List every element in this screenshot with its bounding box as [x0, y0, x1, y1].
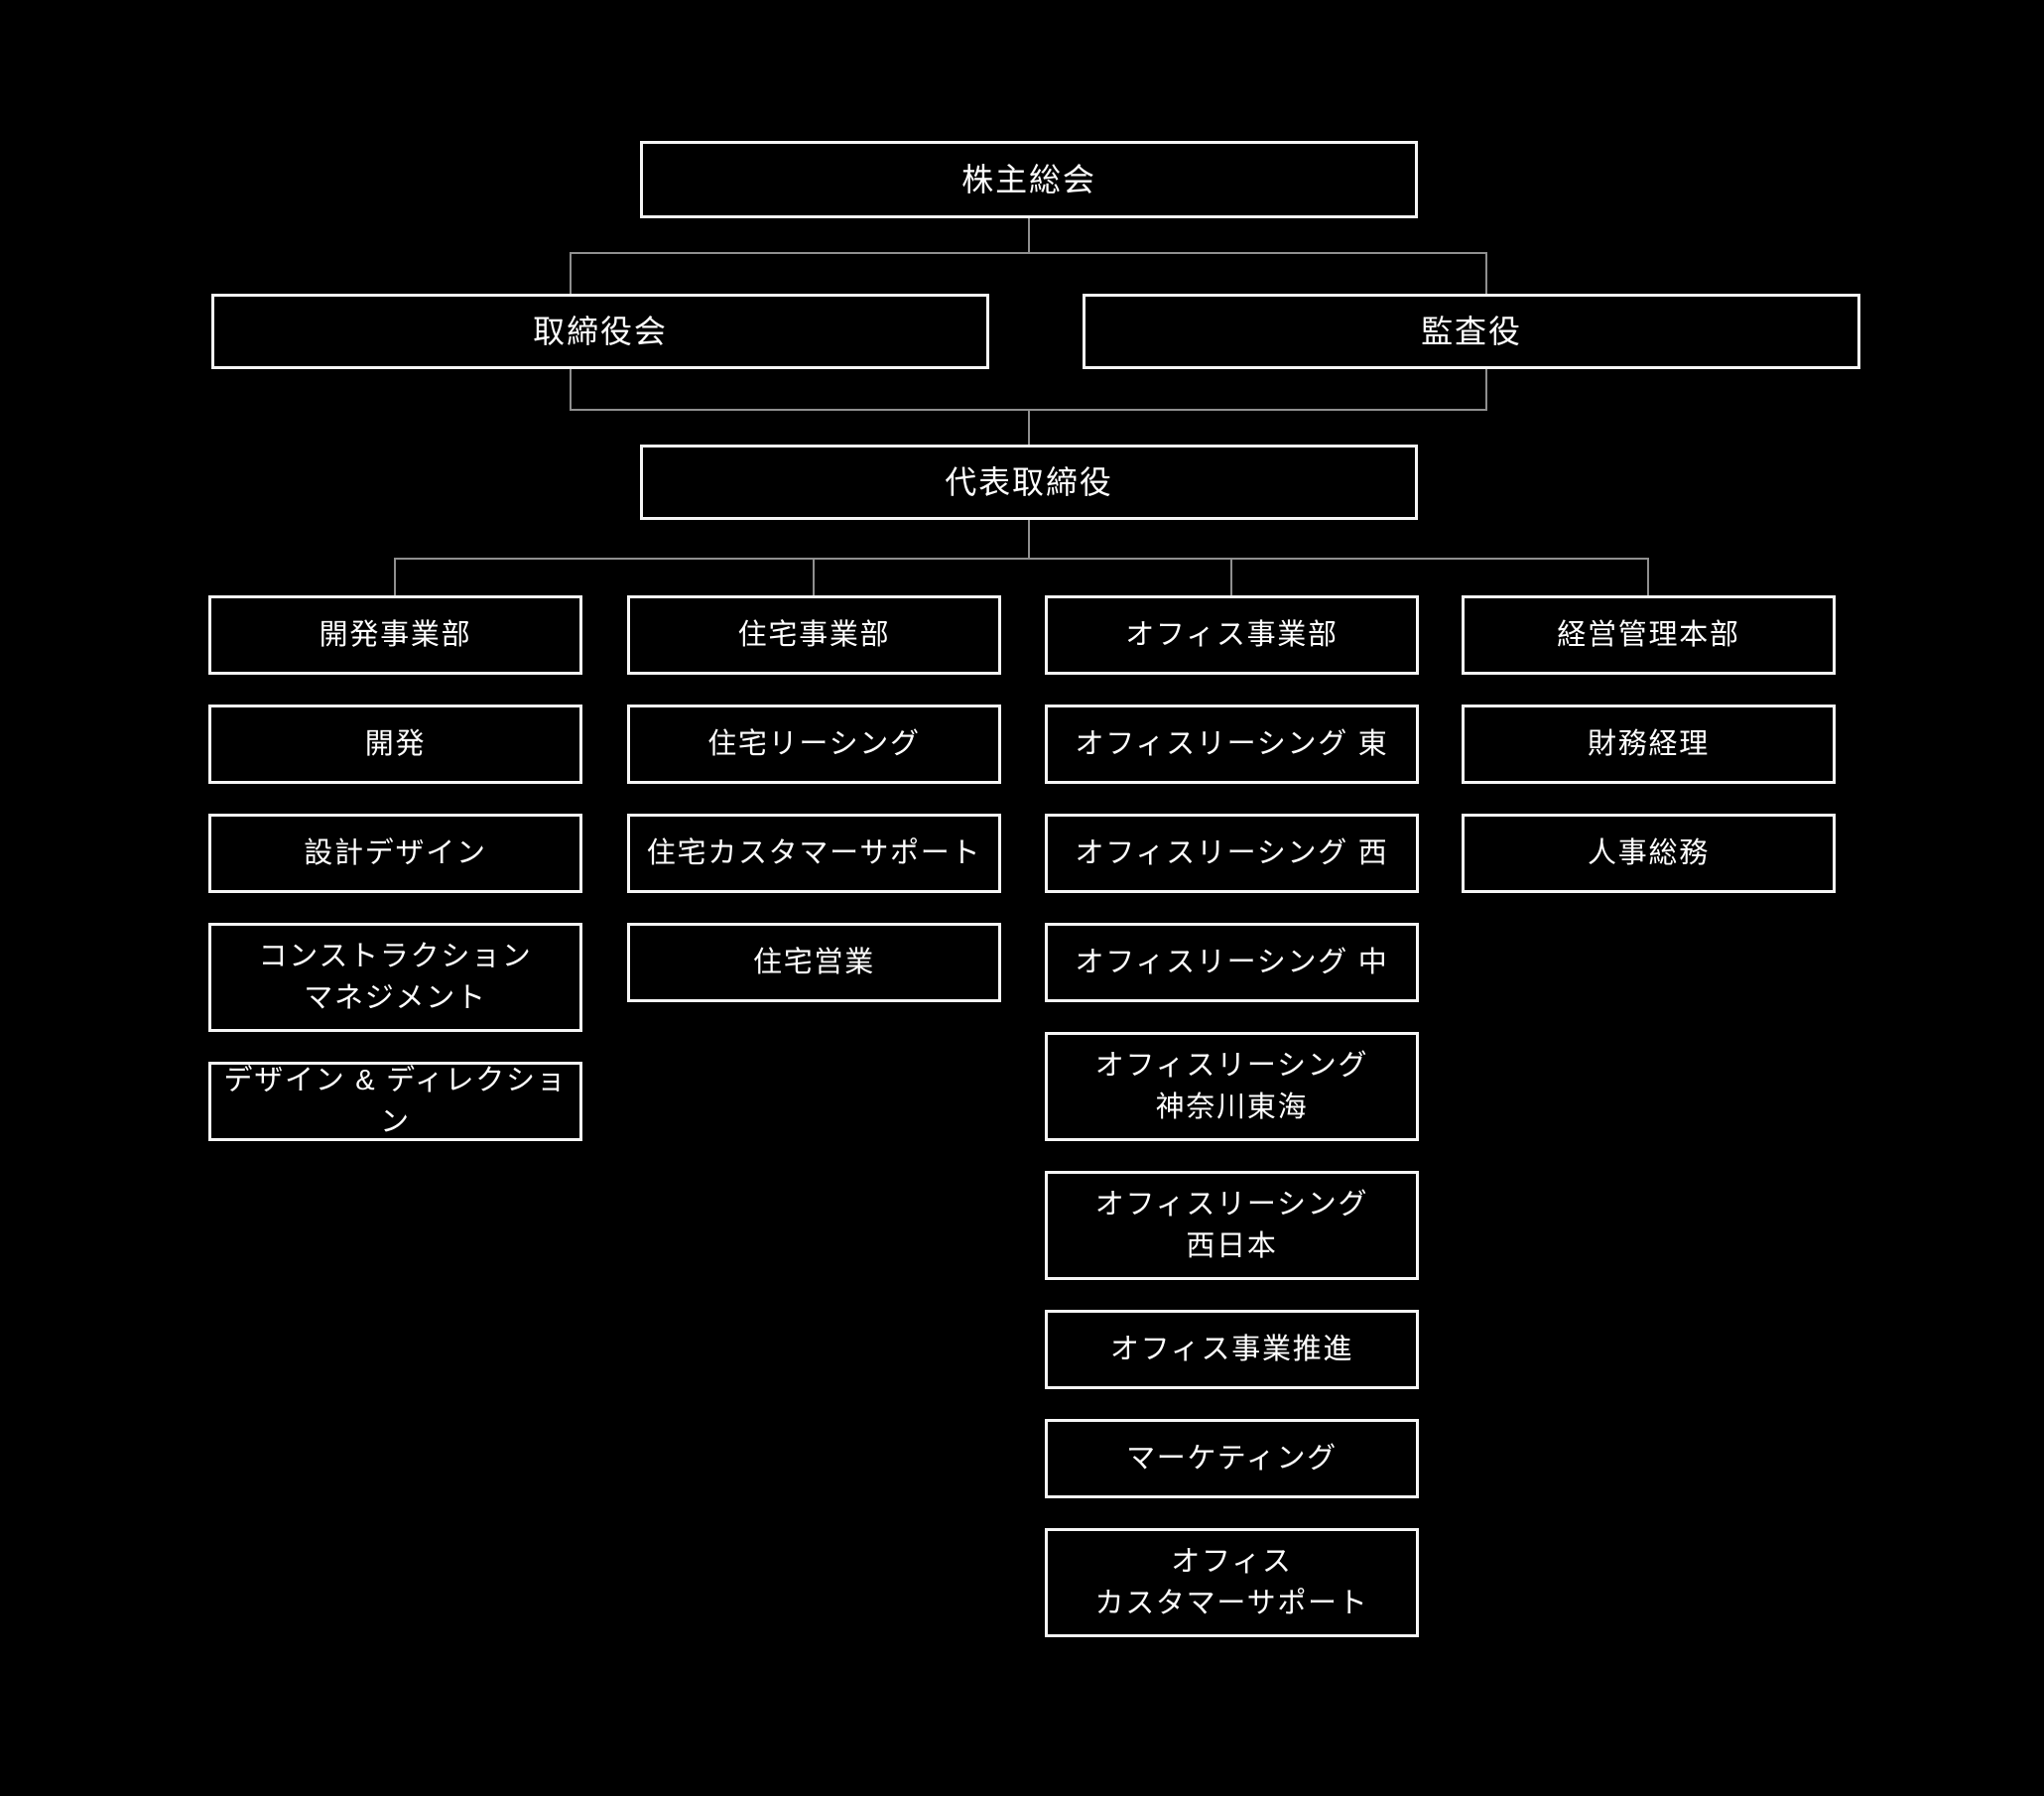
- org-node-office-business-promotion: オフィス事業推進: [1045, 1310, 1419, 1389]
- org-node-engineering-design: 設計デザイン: [208, 814, 582, 893]
- connector-board-riser: [570, 369, 572, 409]
- org-node-board-of-directors: 取締役会: [211, 294, 989, 369]
- org-node-design-and-direction: デザイン & ディレクション: [208, 1062, 582, 1141]
- org-node-housing-sales: 住宅営業: [627, 923, 1001, 1002]
- org-node-housing-division: 住宅事業部: [627, 595, 1001, 675]
- connector-rail1-right-drop: [1485, 252, 1487, 294]
- connector-auditor-riser: [1485, 369, 1487, 409]
- connector-col3-drop: [1230, 558, 1232, 595]
- org-node-development-division: 開発事業部: [208, 595, 582, 675]
- org-node-office-leasing-kanagawa-tokai: オフィスリーシング 神奈川東海: [1045, 1032, 1419, 1141]
- connector-col2-drop: [813, 558, 815, 595]
- org-node-housing-leasing: 住宅リーシング: [627, 705, 1001, 784]
- org-node-management-hq: 経営管理本部: [1462, 595, 1836, 675]
- org-node-office-leasing-central: オフィスリーシング 中: [1045, 923, 1419, 1002]
- org-node-development: 開発: [208, 705, 582, 784]
- org-node-office-customer-support: オフィス カスタマーサポート: [1045, 1528, 1419, 1637]
- connector-col4-drop: [1647, 558, 1649, 595]
- org-node-marketing: マーケティング: [1045, 1419, 1419, 1498]
- org-node-finance-accounting: 財務経理: [1462, 705, 1836, 784]
- connector-col1-drop: [394, 558, 396, 595]
- connector-rail-1: [570, 252, 1487, 254]
- connector-rail2-center-drop: [1028, 409, 1030, 445]
- connector-l3-drop: [1028, 520, 1030, 558]
- org-node-representative-director: 代表取締役: [640, 445, 1418, 520]
- org-node-housing-customer-support: 住宅カスタマーサポート: [627, 814, 1001, 893]
- connector-l1-drop: [1028, 218, 1030, 252]
- org-node-office-leasing-west-japan: オフィスリーシング 西日本: [1045, 1171, 1419, 1280]
- org-node-construction-management: コンストラクション マネジメント: [208, 923, 582, 1032]
- org-node-hr-general-affairs: 人事総務: [1462, 814, 1836, 893]
- connector-rail-3: [394, 558, 1649, 560]
- org-node-office-leasing-west: オフィスリーシング 西: [1045, 814, 1419, 893]
- org-node-office-division: オフィス事業部: [1045, 595, 1419, 675]
- org-node-auditor: 監査役: [1083, 294, 1860, 369]
- connector-rail1-left-drop: [570, 252, 572, 294]
- org-node-shareholders-meeting: 株主総会: [640, 141, 1418, 218]
- org-node-office-leasing-east: オフィスリーシング 東: [1045, 705, 1419, 784]
